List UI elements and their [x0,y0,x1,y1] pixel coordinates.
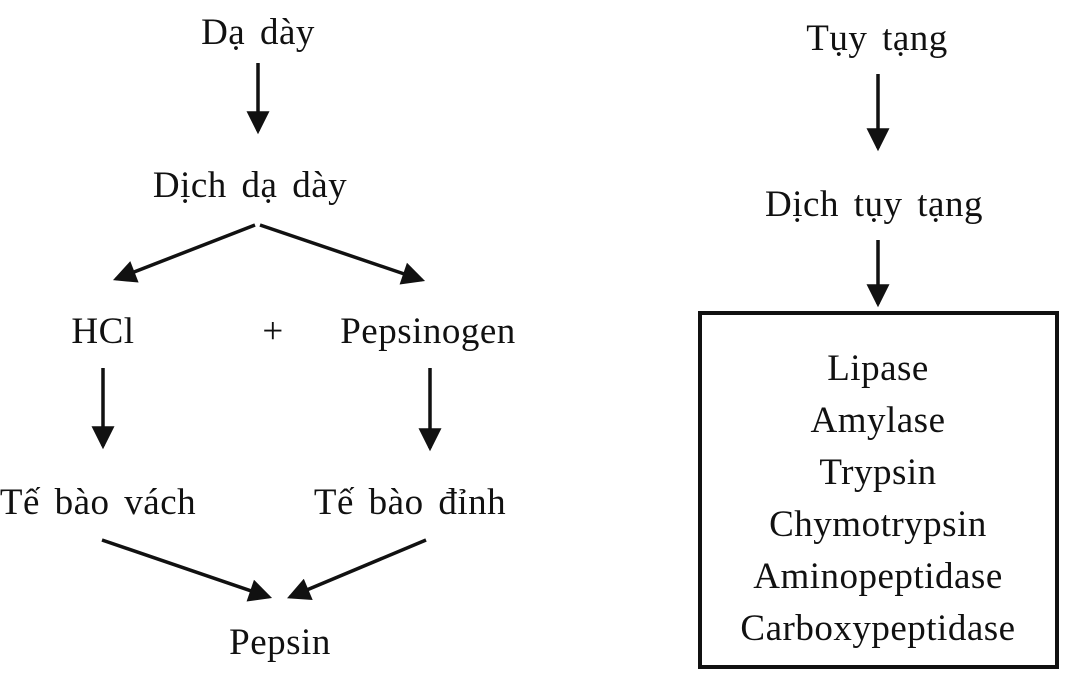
parietal-cell-label: Tế bào vách [0,482,196,523]
pepsinogen-label: Pepsinogen [340,311,516,352]
chief-cell-label: Tế bào đỉnh [314,482,506,523]
enzyme-chymotrypsin: Chymotrypsin [769,504,987,545]
plus-sign: + [262,311,283,352]
hcl-label: HCl [71,311,134,352]
arrow-parietal-cell-to-pepsin [101,538,273,602]
enzyme-lipase: Lipase [827,348,929,389]
enzyme-carboxypeptidase: Carboxypeptidase [740,608,1015,649]
pancreas-organ-label: Tụy tạng [806,18,948,59]
arrow-chief-cell-to-pepsin [287,538,427,600]
gastric-juice-label: Dịch dạ dày [153,165,347,206]
enzyme-amylase: Amylase [810,400,945,441]
pepsin-label: Pepsin [229,622,331,663]
enzyme-list: Lipase Amylase Trypsin Chymotrypsin Amin… [740,348,1015,649]
stomach-organ-label: Dạ dày [201,12,315,53]
enzyme-box [698,311,1059,669]
pancreatic-juice-label: Dịch tụy tạng [765,184,983,225]
arrow-juice-to-pepsinogen [259,223,426,285]
enzyme-aminopeptidase: Aminopeptidase [753,556,1003,597]
stomach-flow: Dạ dày Dịch dạ dày HCl + Pepsinogen Tế b… [0,12,516,663]
pancreas-flow: Tụy tạng Dịch tụy tạng Lipase Amylase Tr… [698,18,1059,669]
arrow-juice-to-hcl [112,223,256,283]
enzyme-trypsin: Trypsin [819,452,936,493]
